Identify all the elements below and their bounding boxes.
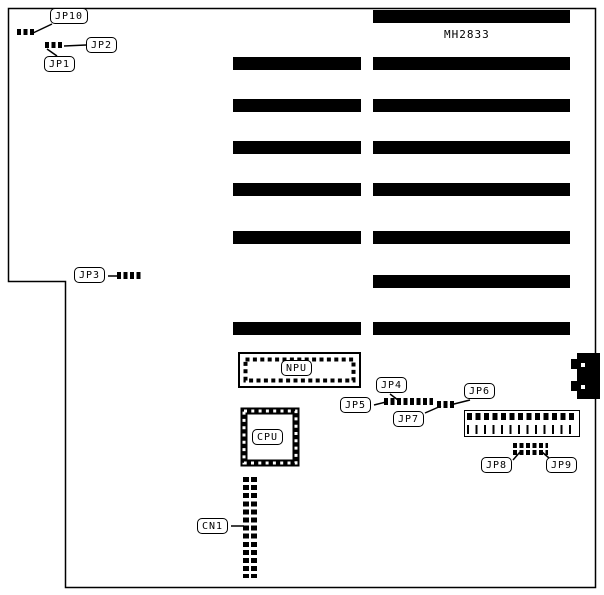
jumper-block-jp10 xyxy=(17,29,35,35)
expansion-slot-right-3 xyxy=(373,99,570,112)
label-jp5: JP5 xyxy=(340,397,372,413)
leader-jp1 xyxy=(46,48,58,57)
label-npu: NPU xyxy=(281,360,313,376)
pin-header-ticks xyxy=(467,425,577,434)
board-model-text: MH2833 xyxy=(444,28,490,41)
cn1-header-column-2 xyxy=(251,477,257,578)
label-jp8: JP8 xyxy=(481,457,513,473)
expansion-slot-left-5 xyxy=(233,231,361,244)
leader-jp2 xyxy=(63,44,87,47)
label-jp2: JP2 xyxy=(86,37,118,53)
label-cn1: CN1 xyxy=(197,518,229,534)
label-jp3: JP3 xyxy=(74,267,106,283)
expansion-slot-left-4 xyxy=(233,183,361,196)
expansion-slot-left-2 xyxy=(233,99,361,112)
label-jp9: JP9 xyxy=(546,457,578,473)
jumper-block-jp1-jp2 xyxy=(45,42,63,48)
leader-jp10 xyxy=(32,23,53,34)
expansion-slot-right-5 xyxy=(373,183,570,196)
expansion-slot-left-3 xyxy=(233,141,361,154)
board-outline xyxy=(7,7,597,589)
jumper-block-jp4-jp5 xyxy=(384,398,433,405)
jumper-block-jp8-jp9-row2 xyxy=(513,450,548,455)
expansion-slot-right-2 xyxy=(373,57,570,70)
cn1-header-column-1 xyxy=(243,477,249,578)
label-jp6: JP6 xyxy=(464,383,496,399)
jumper-block-jp8-jp9-row1 xyxy=(513,443,548,448)
jumper-block-jp6-jp7 xyxy=(437,401,455,408)
expansion-slot-right-4 xyxy=(373,141,570,154)
npu-socket-pins xyxy=(243,357,356,383)
label-jp1: JP1 xyxy=(44,56,76,72)
expansion-slot-left-6 xyxy=(233,322,361,335)
expansion-slot-right-1 xyxy=(373,10,570,23)
expansion-slot-right-6 xyxy=(373,231,570,244)
keyboard-connector xyxy=(571,353,600,399)
expansion-slot-right-8 xyxy=(373,322,570,335)
label-jp10: JP10 xyxy=(50,8,89,24)
pin-header-pins xyxy=(467,413,577,420)
label-cpu: CPU xyxy=(252,429,284,445)
label-jp4: JP4 xyxy=(376,377,408,393)
pin-header-connector xyxy=(464,410,580,437)
expansion-slot-left-1 xyxy=(233,57,361,70)
expansion-slot-right-7 xyxy=(373,275,570,288)
jumper-block-jp3 xyxy=(117,272,142,279)
label-jp7: JP7 xyxy=(393,411,425,427)
